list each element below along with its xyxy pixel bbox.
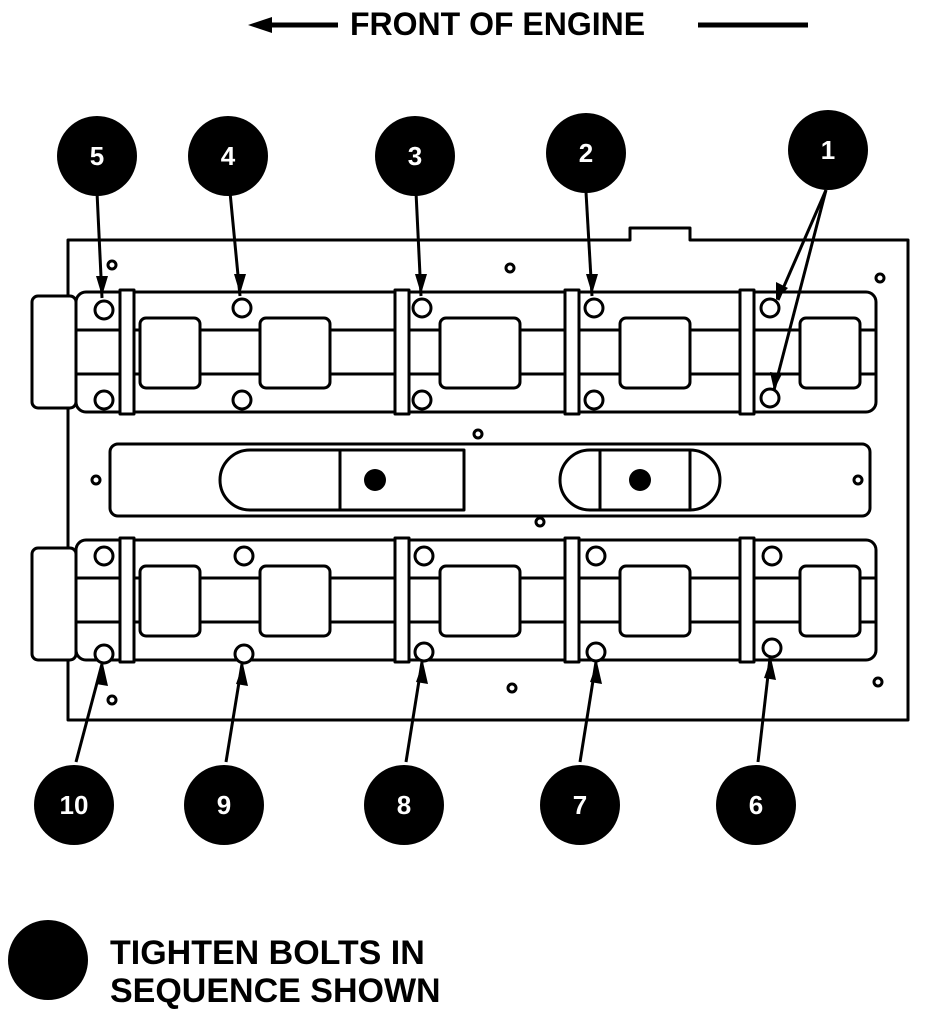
bolt-hole [93,643,115,665]
bolt-hole [411,297,433,319]
bolt-hole [233,545,255,567]
sequence-badge-8: 8 [364,765,444,845]
bolt-hole [585,545,607,567]
sequence-badge-5: 5 [57,116,137,196]
svg-text:10: 10 [60,790,89,820]
svg-text:2: 2 [579,138,593,168]
bolt-hole [583,389,605,411]
sequence-badge-9: 9 [184,765,264,845]
bolt-hole [761,545,783,567]
svg-text:1: 1 [821,135,835,165]
svg-text:5: 5 [90,141,104,171]
bolt-hole [585,641,607,663]
bolt-hole [759,297,781,319]
svg-text:8: 8 [397,790,411,820]
bolt-hole [231,389,253,411]
exhaust-camshaft [74,536,878,664]
bolt-hole [93,299,115,321]
leader-arrowheads-top [96,274,788,390]
bolt-hole [93,545,115,567]
sequence-badge-10: 10 [34,765,114,845]
sequence-badge-3: 3 [375,116,455,196]
svg-text:4: 4 [221,141,236,171]
sequence-badge-4: 4 [188,116,268,196]
legend: TIGHTEN BOLTS IN SEQUENCE SHOWN [8,920,441,1010]
bearing-cap-bolts [93,297,783,665]
bolt-hole [759,387,781,409]
svg-text:7: 7 [573,790,587,820]
intake-camshaft [74,288,878,416]
svg-text:6: 6 [749,790,763,820]
legend-dot-icon [8,920,88,1000]
bolt-hole [93,389,115,411]
svg-text:3: 3 [408,141,422,171]
bolt-hole [413,545,435,567]
header-title: FRONT OF ENGINE [350,6,645,42]
bolt-hole [413,641,435,663]
bolt-hole [761,637,783,659]
leader-arrowheads-bottom [96,658,776,686]
left-arrow-icon [248,17,272,33]
sequence-badge-1: 1 [788,110,868,190]
sequence-badge-6: 6 [716,765,796,845]
svg-text:9: 9 [217,790,231,820]
bolt-hole [411,389,433,411]
bolt-hole [233,643,255,665]
bolt-hole [583,297,605,319]
sequence-badge-2: 2 [546,113,626,193]
front-of-engine-header: FRONT OF ENGINE [248,6,808,42]
legend-line-1: TIGHTEN BOLTS IN [110,934,425,972]
sequence-badge-7: 7 [540,765,620,845]
legend-line-2: SEQUENCE SHOWN [110,972,441,1010]
bolt-hole [231,297,253,319]
